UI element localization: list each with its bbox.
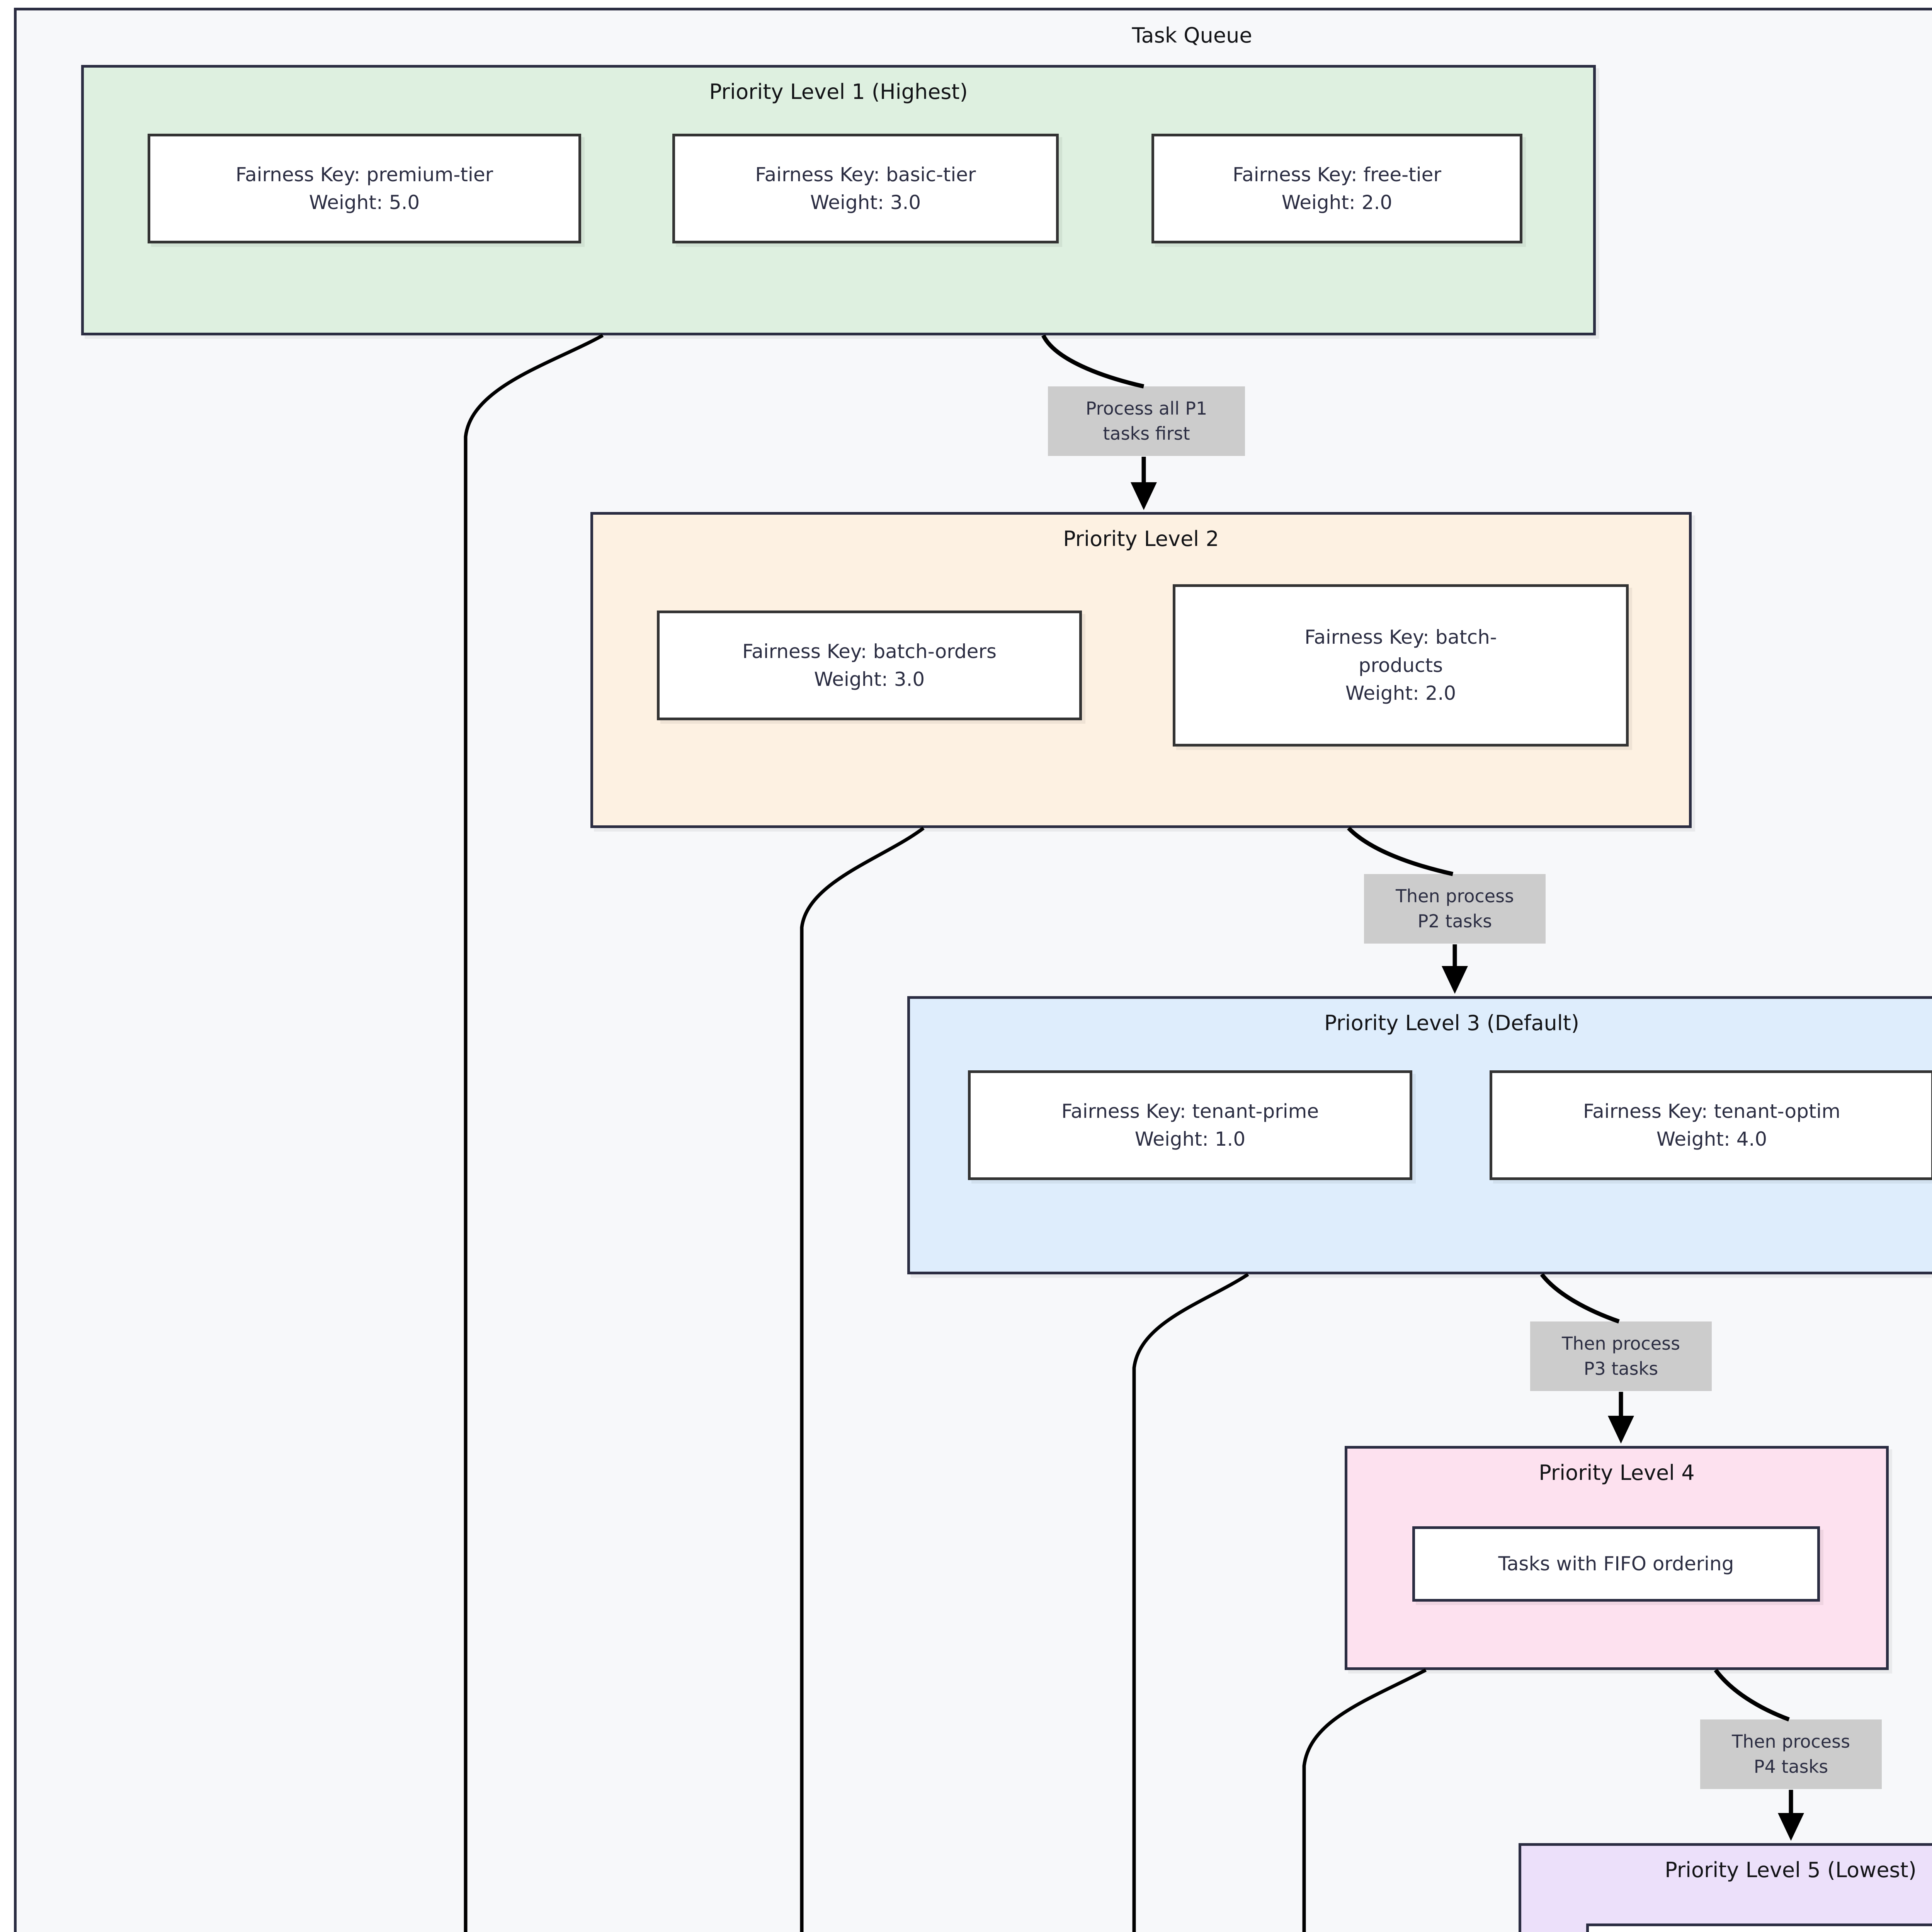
edge-label-process-all-p1: Process all P1 tasks first: [1048, 386, 1245, 456]
edge-label-then-process-p4: Then process P4 tasks: [1700, 1719, 1882, 1789]
priority-level-3-title: Priority Level 3 (Default): [1324, 1011, 1580, 1035]
weight-label: Weight: 3.0: [810, 191, 921, 214]
edge-label-line-2: P3 tasks: [1583, 1358, 1658, 1379]
fairness-key-label: Fairness Key: free-tier: [1232, 163, 1441, 186]
weight-label: Weight: 5.0: [309, 191, 420, 214]
fairness-key-label: Fairness Key: premium-tier: [235, 163, 493, 186]
task-queue-title: Task Queue: [1132, 23, 1252, 48]
fairness-node-free-tier: Fairness Key: free-tier Weight: 2.0: [1151, 134, 1522, 243]
fairness-node-premium-tier: Fairness Key: premium-tier Weight: 5.0: [148, 134, 581, 243]
edge-label-line-2: P4 tasks: [1753, 1756, 1828, 1777]
priority-level-1-title: Priority Level 1 (Highest): [709, 80, 968, 104]
weight-label: Weight: 4.0: [1656, 1128, 1767, 1150]
priority-level-4-title: Priority Level 4: [1539, 1461, 1695, 1485]
edge-label-line-1: Process all P1: [1085, 398, 1208, 419]
weight-label: Weight: 3.0: [814, 668, 925, 690]
weight-label: Weight: 1.0: [1134, 1128, 1246, 1150]
priority-level-5-title: Priority Level 5 (Lowest): [1665, 1858, 1917, 1882]
fairness-node-tenant-prime: Fairness Key: tenant-prime Weight: 1.0: [968, 1070, 1412, 1180]
edge-label-then-process-p2: Then process P2 tasks: [1364, 874, 1546, 944]
fairness-key-label: Fairness Key: tenant-prime: [1061, 1100, 1319, 1122]
weight-label: Weight: 2.0: [1345, 682, 1456, 705]
edge-label-line-2: P2 tasks: [1417, 911, 1492, 932]
fairness-node-basic-tier: Fairness Key: basic-tier Weight: 3.0: [672, 134, 1059, 243]
fifo-node-level-4: Tasks with FIFO ordering: [1412, 1526, 1820, 1602]
priority-level-5-group: Priority Level 5 (Lowest): [1519, 1843, 1932, 1932]
edge-label-line-2: tasks first: [1103, 423, 1190, 444]
fairness-key-label: Fairness Key: basic-tier: [755, 163, 976, 186]
fifo-label: Tasks with FIFO ordering: [1498, 1553, 1734, 1575]
weight-label: Weight: 2.0: [1281, 191, 1393, 214]
fairness-key-label: Fairness Key: batch-orders: [742, 640, 997, 663]
fifo-node-level-5: Tasks with FIFO ordering: [1586, 1923, 1932, 1932]
fairness-key-label: Fairness Key: batch-: [1304, 626, 1497, 649]
fairness-key-label: Fairness Key: tenant-optim: [1583, 1100, 1841, 1122]
edge-label-then-process-p3: Then process P3 tasks: [1530, 1321, 1712, 1391]
fairness-node-batch-orders: Fairness Key: batch-orders Weight: 3.0: [657, 611, 1082, 720]
priority-level-2-title: Priority Level 2: [1063, 527, 1219, 551]
fairness-key-label-cont: products: [1358, 654, 1443, 677]
fairness-node-tenant-optim: Fairness Key: tenant-optim Weight: 4.0: [1490, 1070, 1932, 1180]
edge-label-line-1: Then process: [1561, 1333, 1680, 1354]
edge-label-line-1: Then process: [1731, 1731, 1850, 1752]
fairness-node-batch-products: Fairness Key: batch- products Weight: 2.…: [1173, 584, 1629, 747]
edge-label-line-1: Then process: [1395, 885, 1514, 906]
